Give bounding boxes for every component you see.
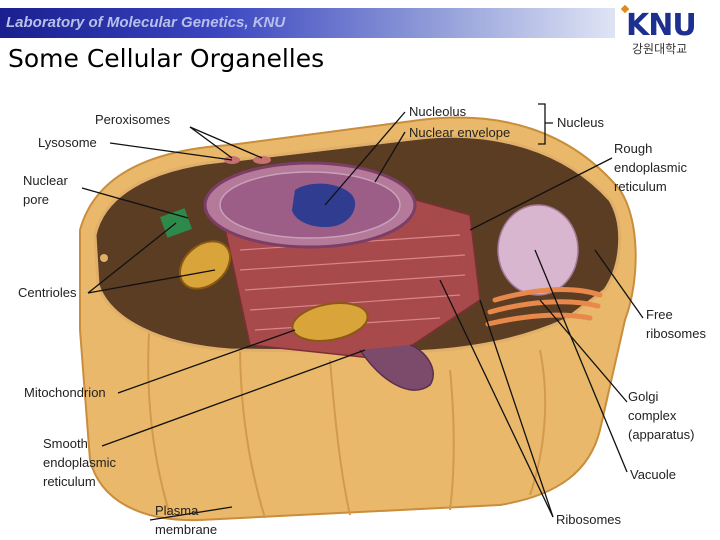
label-nuclear-pore: Nuclear pore xyxy=(23,171,68,209)
label-plasma-membrane: Plasma membrane xyxy=(155,501,217,539)
label-free-ribosomes: Free ribosomes xyxy=(646,305,706,343)
label-vacuole: Vacuole xyxy=(630,465,676,484)
label-peroxisomes: Peroxisomes xyxy=(95,110,170,129)
label-golgi: Golgi complex (apparatus) xyxy=(628,387,694,444)
label-smooth-er: Smooth endoplasmic reticulum xyxy=(43,434,116,491)
label-mitochondrion: Mitochondrion xyxy=(24,383,106,402)
nucleolus-shape xyxy=(292,184,355,227)
label-nuclear-envelope: Nuclear envelope xyxy=(409,123,510,142)
label-lysosome: Lysosome xyxy=(38,133,97,152)
label-nucleus: Nucleus xyxy=(557,113,604,132)
label-rough-er: Rough endoplasmic reticulum xyxy=(614,139,687,196)
label-centrioles: Centrioles xyxy=(18,283,77,302)
label-ribosomes: Ribosomes xyxy=(556,510,621,529)
vacuole-shape xyxy=(498,205,578,295)
label-nucleolus: Nucleolus xyxy=(409,102,466,121)
